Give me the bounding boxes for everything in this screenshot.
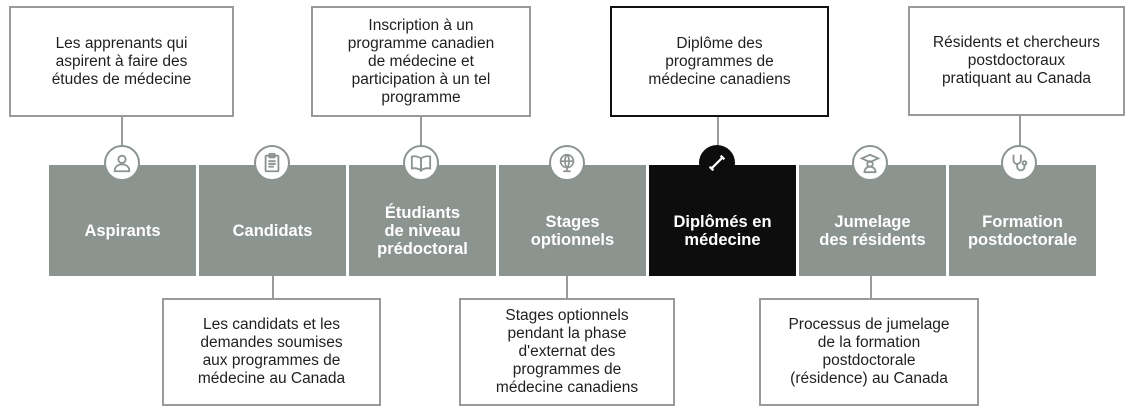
connector-jumelage: [870, 276, 872, 300]
stage-aspirants-label: Aspirants: [84, 221, 161, 240]
stage-diplomes-label: Diplômés en médecine: [673, 212, 772, 249]
stage-candidats-label: Candidats: [232, 221, 313, 240]
clipboard-icon: [254, 145, 290, 181]
stage-etudiants-label: Étudiants de niveau prédoctoral: [377, 203, 468, 258]
stage-formation-label: Formation postdoctorale: [967, 212, 1078, 249]
stage-diplomes: Diplômés en médecine: [649, 165, 796, 276]
callout-aspirants: Les apprenants qui aspirent à faire des …: [9, 6, 234, 117]
stethoscope-icon: [1001, 145, 1037, 181]
callout-candidats: Les candidats et les demandes soumises a…: [162, 298, 381, 406]
diploma-icon: [699, 145, 735, 181]
stage-aspirants: Aspirants: [49, 165, 196, 276]
stage-candidats: Candidats: [199, 165, 346, 276]
stage-jumelage-label: Jumelage des résidents: [819, 212, 926, 249]
callout-etudiants-text: Inscription à un programme canadien de m…: [347, 16, 495, 106]
book-icon: [403, 145, 439, 181]
person-icon: [104, 145, 140, 181]
globe-icon: [549, 145, 585, 181]
callout-stages-text: Stages optionnels pendant la phase d'ext…: [495, 307, 639, 396]
callout-formation-text: Résidents et chercheurs postdoctoraux pr…: [932, 34, 1101, 87]
callout-candidats-text: Les candidats et les demandes soumises a…: [197, 316, 346, 387]
connector-candidats: [272, 276, 274, 300]
stage-formation: Formation postdoctorale: [949, 165, 1096, 276]
callout-formation: Résidents et chercheurs postdoctoraux pr…: [908, 6, 1125, 116]
callout-jumelage: Processus de jumelage de la formation po…: [759, 298, 979, 406]
connector-stages: [566, 276, 568, 300]
callout-stages: Stages optionnels pendant la phase d'ext…: [459, 298, 675, 406]
connector-formation: [1019, 115, 1021, 165]
graduate-icon: [852, 145, 888, 181]
connector-etudiants: [420, 117, 422, 165]
connector-diplomes: [717, 117, 719, 165]
connector-aspirants: [121, 115, 123, 165]
callout-diplomes: Diplôme des programmes de médecine canad…: [610, 6, 829, 117]
stage-stages-label: Stages optionnels: [530, 212, 615, 249]
callout-diplomes-text: Diplôme des programmes de médecine canad…: [648, 34, 791, 88]
stage-jumelage: Jumelage des résidents: [799, 165, 946, 276]
callout-etudiants: Inscription à un programme canadien de m…: [311, 6, 531, 117]
stage-etudiants: Étudiants de niveau prédoctoral: [349, 165, 496, 276]
callout-jumelage-text: Processus de jumelage de la formation po…: [788, 316, 950, 387]
stage-stages: Stages optionnels: [499, 165, 646, 276]
callout-aspirants-text: Les apprenants qui aspirent à faire des …: [51, 34, 192, 88]
